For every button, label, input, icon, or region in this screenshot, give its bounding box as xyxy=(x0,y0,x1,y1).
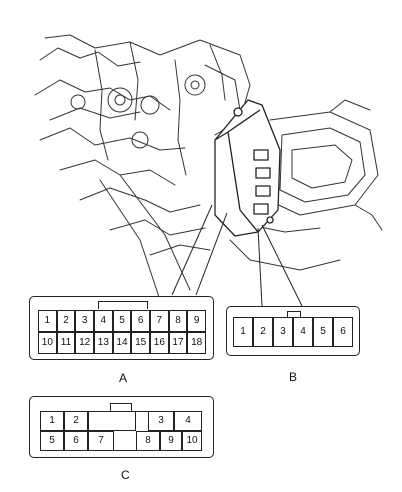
connector-b-key xyxy=(287,311,301,317)
connector-a-pin: 7 xyxy=(150,310,169,332)
connector-c-pin: 10 xyxy=(182,431,202,451)
connector-c-pin: 6 xyxy=(64,431,88,451)
connector-b-pin: 6 xyxy=(333,317,353,347)
connector-c-key xyxy=(110,403,132,411)
connector-a-pin: 6 xyxy=(131,310,150,332)
connector-a-pin: 5 xyxy=(112,310,132,332)
connector-a-pin: 18 xyxy=(187,332,206,354)
connector-a-pin: 15 xyxy=(131,332,150,354)
connector-a-pin: 8 xyxy=(168,310,188,332)
connector-c-pin: 5 xyxy=(40,431,64,451)
connector-a-pin: 17 xyxy=(168,332,188,354)
control-module xyxy=(214,99,281,237)
connector-a-pin: 1 xyxy=(38,310,57,332)
connector-c-pin: 3 xyxy=(148,411,174,431)
leader-a-right xyxy=(195,212,228,296)
leader-b-right xyxy=(261,224,303,307)
connector-a-pin: 16 xyxy=(150,332,169,354)
connector-c-pin: 4 xyxy=(174,411,202,431)
connector-a-key xyxy=(98,301,148,309)
connector-b-pin: 5 xyxy=(313,317,333,347)
connector-c-pin: 2 xyxy=(64,411,88,431)
connector-a-pin: 12 xyxy=(75,332,94,354)
connector-a-pin: 13 xyxy=(94,332,113,354)
connector-b-pin: 3 xyxy=(273,317,293,347)
connector-a-pin: 10 xyxy=(38,332,57,354)
leader-a-left xyxy=(171,204,213,296)
connector-c-pin: 9 xyxy=(160,431,182,451)
connector-a-label: A xyxy=(119,371,128,385)
connector-a-pin: 14 xyxy=(112,332,132,354)
connector-b-pin: 1 xyxy=(233,317,253,347)
frame-lines xyxy=(44,34,251,136)
connector-a-pin: 9 xyxy=(187,310,206,332)
connector-c-pin: 7 xyxy=(88,431,114,451)
connector-b-label: B xyxy=(289,370,298,384)
connector-a-pin: 2 xyxy=(56,310,76,332)
connector-c-pin: 8 xyxy=(136,431,160,451)
connector-a-pin: 4 xyxy=(94,310,113,332)
leader-b-left xyxy=(257,227,263,307)
connector-c-pin: 1 xyxy=(40,411,64,431)
connector-a-pin: 11 xyxy=(56,332,76,354)
connector-b-pin: 2 xyxy=(253,317,273,347)
connector-b-pin: 4 xyxy=(293,317,313,347)
connector-a-pin: 3 xyxy=(75,310,94,332)
connector-c-pin xyxy=(88,411,136,431)
connector-c-label: C xyxy=(121,468,130,482)
